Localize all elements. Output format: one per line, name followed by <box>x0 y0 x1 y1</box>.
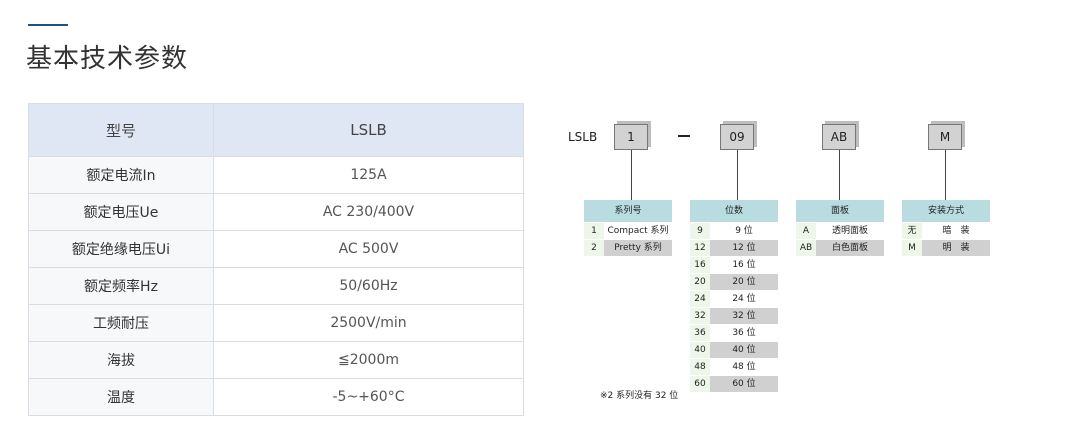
header-value: LSLB <box>213 103 524 157</box>
item-name: 24 位 <box>710 291 778 307</box>
code-dash <box>678 135 690 137</box>
code-box-panel: AB <box>822 124 856 150</box>
table-row: 工频耐压 2500V/min <box>28 304 524 342</box>
list-item: AB 白色面板 <box>796 240 884 256</box>
item-code: 60 <box>690 376 710 392</box>
row-key: 额定电压Ue <box>28 193 214 231</box>
panel-table: 面板 A 透明面板 AB 白色面板 <box>796 200 884 256</box>
table-row: 温度 -5~+60°C <box>28 378 524 416</box>
item-name: 32 位 <box>710 308 778 324</box>
item-code: 48 <box>690 359 710 375</box>
row-value: 50/60Hz <box>213 267 524 305</box>
section-title: 基本技术参数 <box>26 44 189 74</box>
header-key: 型号 <box>28 103 214 157</box>
item-code: 20 <box>690 274 710 290</box>
row-key: 工频耐压 <box>28 304 214 342</box>
connector-line <box>737 150 738 200</box>
row-value: ≦2000m <box>213 341 524 379</box>
row-key: 额定绝缘电压Ui <box>28 230 214 268</box>
item-name: 20 位 <box>710 274 778 290</box>
row-value: 125A <box>213 156 524 194</box>
item-code: 1 <box>584 223 604 239</box>
table-row: 海拔 ≦2000m <box>28 341 524 379</box>
item-code: 36 <box>690 325 710 341</box>
table-header-row: 型号 LSLB <box>28 103 524 157</box>
item-name: 36 位 <box>710 325 778 341</box>
item-code: M <box>902 240 922 256</box>
row-value: -5~+60°C <box>213 378 524 416</box>
item-name: 白色面板 <box>816 240 884 256</box>
list-item: 无 暗 装 <box>902 223 990 239</box>
series-table: 系列号 1 Compact 系列 2 Pretty 系列 <box>584 200 672 256</box>
model-code-diagram: LSLB 1 09 AB M 系列号 1 Compact 系列 2 Pretty… <box>560 110 1040 410</box>
connector-line <box>945 150 946 200</box>
item-name: Compact 系列 <box>604 223 672 239</box>
table-row: 额定电流In 125A <box>28 156 524 194</box>
row-key: 海拔 <box>28 341 214 379</box>
mount-header: 安装方式 <box>902 200 990 222</box>
item-code: 16 <box>690 257 710 273</box>
row-key: 额定电流In <box>28 156 214 194</box>
table-row: 额定电压Ue AC 230/400V <box>28 193 524 231</box>
table-row: 额定频率Hz 50/60Hz <box>28 267 524 305</box>
code-box-mount: M <box>928 124 962 150</box>
item-code: 2 <box>584 240 604 256</box>
item-name: 48 位 <box>710 359 778 375</box>
item-name: 透明面板 <box>816 223 884 239</box>
parameters-table: 型号 LSLB 额定电流In 125A 额定电压Ue AC 230/400V 额… <box>28 103 524 416</box>
code-box-positions: 09 <box>720 124 754 150</box>
item-code: 24 <box>690 291 710 307</box>
panel-header: 面板 <box>796 200 884 222</box>
row-value: 2500V/min <box>213 304 524 342</box>
item-code: 12 <box>690 240 710 256</box>
row-key: 温度 <box>28 378 214 416</box>
table-row: 额定绝缘电压Ui AC 500V <box>28 230 524 268</box>
row-value: AC 500V <box>213 230 524 268</box>
row-value: AC 230/400V <box>213 193 524 231</box>
item-name: 明 装 <box>922 240 990 256</box>
footnote: ※2 系列没有 32 位 <box>600 391 679 401</box>
positions-header: 位数 <box>690 200 778 222</box>
title-accent-bar <box>28 24 68 26</box>
item-name: 暗 装 <box>922 223 990 239</box>
series-header: 系列号 <box>584 200 672 222</box>
row-key: 额定频率Hz <box>28 267 214 305</box>
item-code: 9 <box>690 223 710 239</box>
item-code: 32 <box>690 308 710 324</box>
item-name: Pretty 系列 <box>604 240 672 256</box>
item-name: 60 位 <box>710 376 778 392</box>
item-name: 12 位 <box>710 240 778 256</box>
list-item: 2 Pretty 系列 <box>584 240 672 256</box>
item-code: 40 <box>690 342 710 358</box>
code-box-series: 1 <box>614 124 648 150</box>
list-item: 1 Compact 系列 <box>584 223 672 239</box>
connector-line <box>631 150 632 200</box>
mount-table: 安装方式 无 暗 装 M 明 装 <box>902 200 990 256</box>
list-item: M 明 装 <box>902 240 990 256</box>
connector-line <box>839 150 840 200</box>
item-name: 16 位 <box>710 257 778 273</box>
item-code: A <box>796 223 816 239</box>
item-name: 9 位 <box>710 223 778 239</box>
list-item: A 透明面板 <box>796 223 884 239</box>
model-prefix: LSLB <box>568 130 598 144</box>
item-name: 40 位 <box>710 342 778 358</box>
item-code: AB <box>796 240 816 256</box>
item-code: 无 <box>902 223 922 239</box>
